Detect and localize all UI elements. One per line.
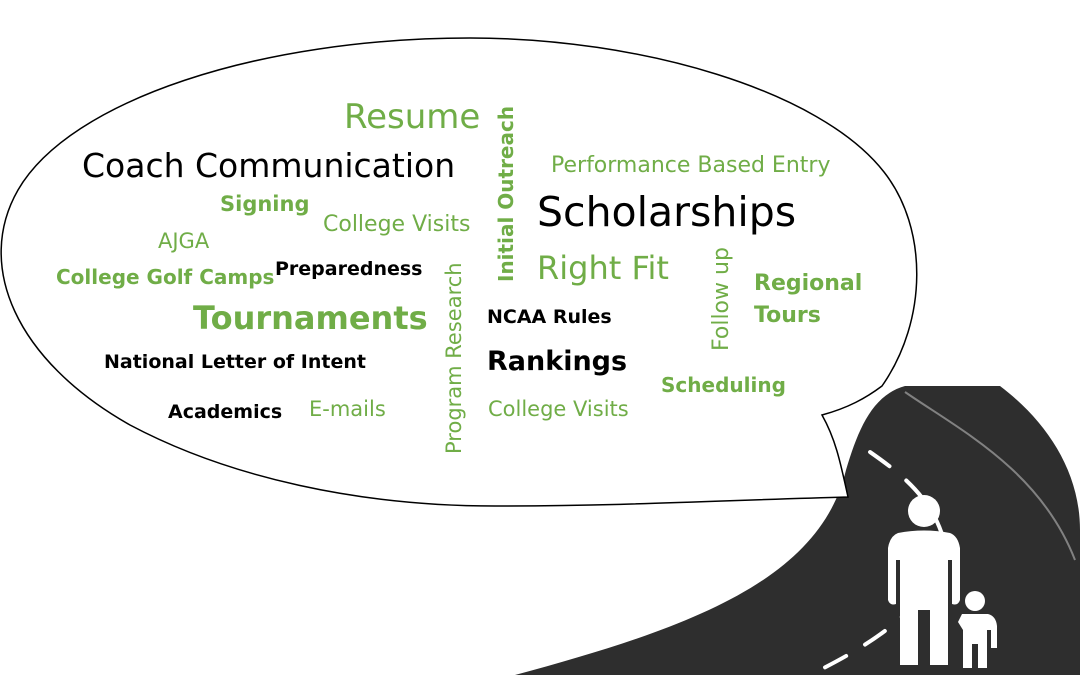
child-figure-icon bbox=[958, 591, 997, 668]
word-program-research: Program Research bbox=[442, 262, 466, 454]
word-initial-outreach: Initial Outreach bbox=[494, 105, 518, 282]
adult-figure-icon bbox=[888, 495, 960, 665]
word-e-mails: E-mails bbox=[309, 397, 386, 421]
word-national-letter-of-intent: National Letter of Intent bbox=[104, 351, 366, 373]
word-college-visits-1: College Visits bbox=[323, 212, 471, 237]
word-college-visits-2: College Visits bbox=[488, 397, 629, 421]
word-right-fit: Right Fit bbox=[537, 249, 669, 287]
word-college-golf-camps: College Golf Camps bbox=[56, 265, 275, 289]
word-tournaments: Tournaments bbox=[193, 299, 428, 337]
word-coach-communication: Coach Communication bbox=[82, 146, 456, 185]
word-resume: Resume bbox=[344, 97, 481, 137]
word-regional-tours: Regional Tours bbox=[754, 271, 863, 328]
word-follow-up: Follow up bbox=[709, 247, 734, 351]
word-rankings: Rankings bbox=[487, 346, 628, 377]
word-scheduling: Scheduling bbox=[661, 373, 786, 397]
word-ajga: AJGA bbox=[158, 229, 210, 253]
word-signing: Signing bbox=[220, 192, 310, 216]
word-preparedness: Preparedness bbox=[275, 258, 423, 280]
word-ncaa-rules: NCAA Rules bbox=[487, 306, 612, 328]
word-performance-based-entry: Performance Based Entry bbox=[551, 153, 831, 178]
word-scholarships: Scholarships bbox=[537, 188, 797, 236]
word-academics: Academics bbox=[168, 401, 283, 423]
